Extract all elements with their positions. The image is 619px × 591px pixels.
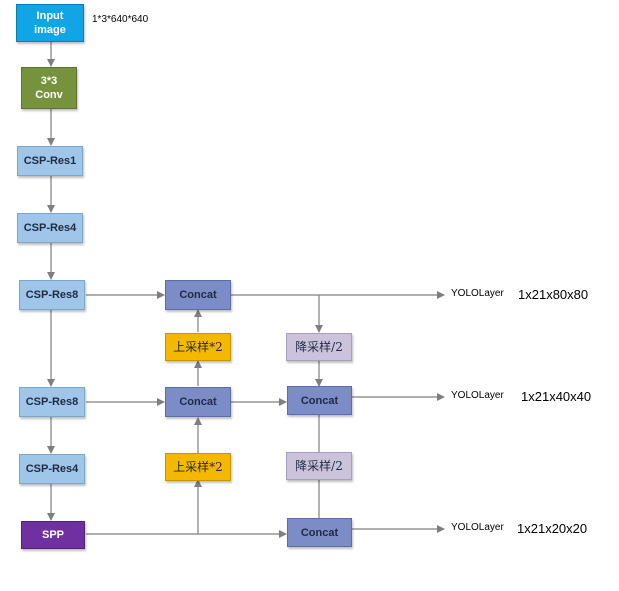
input-image-node: Input image <box>16 4 84 42</box>
concat-bottom-node: Concat <box>287 518 352 547</box>
yolo-layer-top-label: YOLOLayer <box>451 288 504 299</box>
concat-mid-right-node: Concat <box>287 386 352 415</box>
spp-node: SPP <box>21 521 85 549</box>
output-dim-top-label: 1x21x80x80 <box>518 287 589 302</box>
yolo-layer-mid-label: YOLOLayer <box>451 390 504 401</box>
csp-res8-node: CSP-Res8 <box>19 280 85 310</box>
output-dim-mid-label: 1x21x40x40 <box>521 389 592 404</box>
csp-res8-node: CSP-Res8 <box>19 387 85 417</box>
concat-top-node: Concat <box>165 280 231 310</box>
concat-mid-left-node: Concat <box>165 387 231 417</box>
downsample-top-node: 降采样/2 <box>286 333 352 361</box>
upsample-top-node: 上采样*2 <box>165 333 231 361</box>
csp-res4-node: CSP-Res4 <box>17 213 83 243</box>
downsample-bottom-node: 降采样/2 <box>286 452 352 480</box>
upsample-bottom-node: 上采样*2 <box>165 453 231 481</box>
csp-res1-node: CSP-Res1 <box>17 146 83 176</box>
output-dim-bottom-label: 1x21x20x20 <box>517 521 588 536</box>
conv-node: 3*3 Conv <box>21 67 77 109</box>
yolo-layer-bottom-label: YOLOLayer <box>451 522 504 533</box>
input-shape-label: 1*3*640*640 <box>92 14 149 25</box>
csp-res4-node: CSP-Res4 <box>19 454 85 484</box>
